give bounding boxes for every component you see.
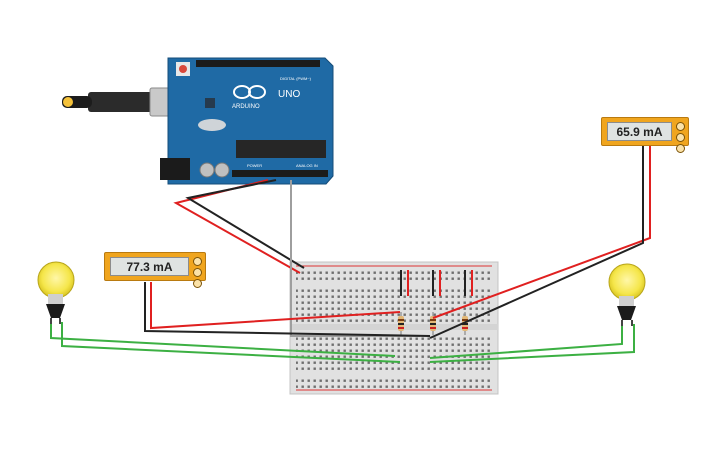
left-ammeter-terminals <box>193 257 202 288</box>
analog-power-header[interactable] <box>232 170 328 177</box>
atmega-chip <box>236 140 326 158</box>
wire-left-bulb-green[interactable] <box>50 322 401 363</box>
digital-header[interactable] <box>196 60 320 67</box>
wire-left-meter-red[interactable] <box>150 282 401 330</box>
analog-label: ANALOG IN <box>296 163 318 168</box>
wire-right-meter-red[interactable] <box>432 146 651 319</box>
board-model: UNO <box>278 89 300 100</box>
power-jack[interactable] <box>160 158 190 180</box>
left-ammeter-reading: 77.3 mA <box>110 257 189 276</box>
left-ammeter[interactable]: 77.3 mA <box>104 252 206 288</box>
right-ammeter-reading: 65.9 mA <box>607 122 672 141</box>
wire-left-meter-black[interactable] <box>144 282 431 337</box>
digital-label: DIGITAL (PWM~) <box>280 76 312 81</box>
resistor-2[interactable] <box>430 312 436 335</box>
breadboard-jumpers[interactable] <box>400 270 473 296</box>
right-ammeter-terminals <box>676 122 685 153</box>
left-light-bulb-icon[interactable] <box>37 261 75 324</box>
wire-right-meter-black[interactable] <box>429 146 644 339</box>
wire-right-bulb-green[interactable] <box>429 324 635 363</box>
right-ammeter[interactable]: 65.9 mA <box>601 117 689 153</box>
right-light-bulb-icon[interactable] <box>608 263 646 326</box>
power-label: POWER <box>247 163 262 168</box>
resistor-1[interactable] <box>398 312 404 335</box>
arduino-logo-text: ARDUINO <box>232 104 260 110</box>
breadboard[interactable] <box>289 261 499 395</box>
arduino-board[interactable]: ARDUINO UNO DIGITAL (PWM~) POWER ANALOG … <box>160 57 334 185</box>
wire-gnd-black[interactable] <box>185 179 305 269</box>
resistor-3[interactable] <box>462 312 468 335</box>
arduino-logo-icon <box>233 85 266 99</box>
